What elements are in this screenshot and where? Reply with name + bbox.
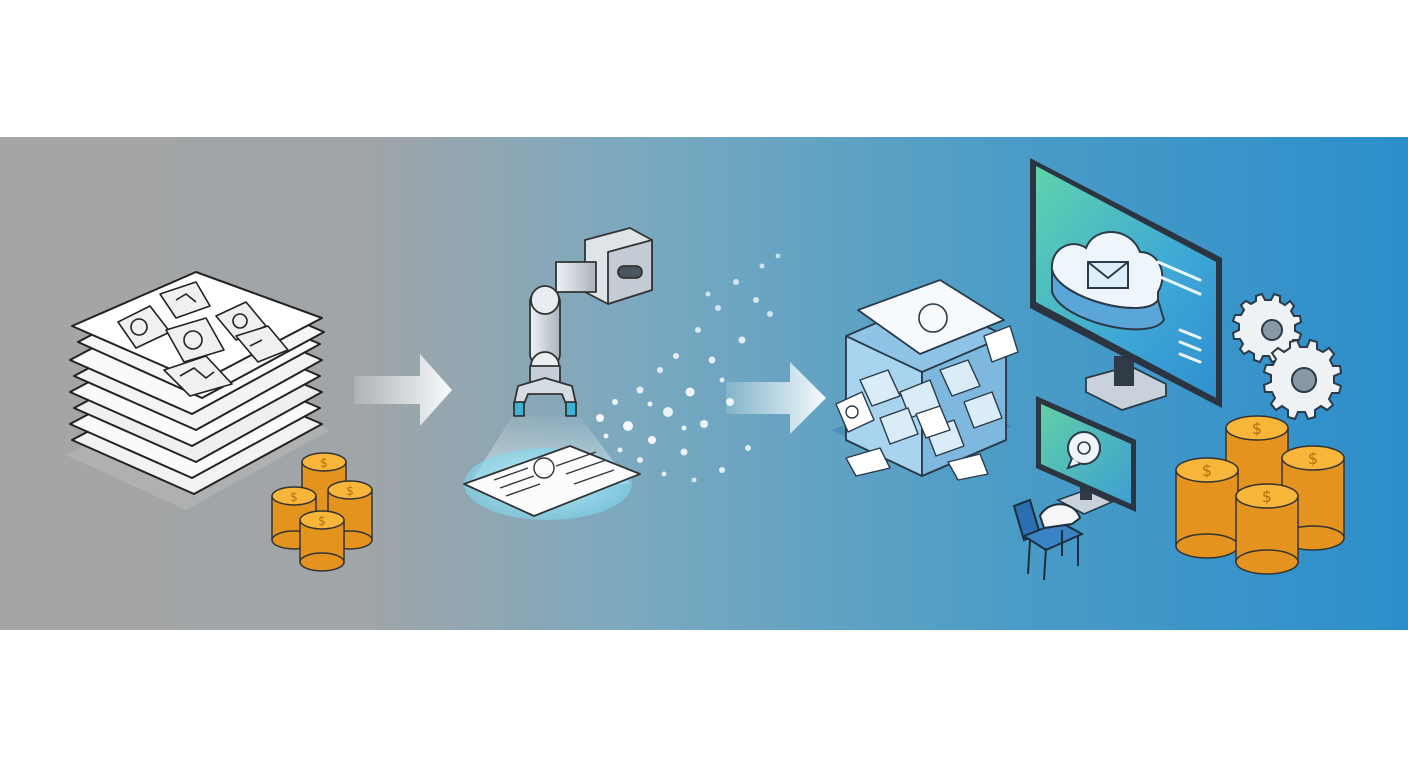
scanned-document-icon	[463, 445, 641, 517]
blue-document-pile-icon	[832, 279, 1019, 481]
svg-text:$: $	[346, 484, 354, 498]
coin-stack: $	[271, 486, 317, 550]
coin-stack-icon: $ $ $ $	[1175, 415, 1345, 575]
arrow-right-icon	[726, 362, 826, 434]
coin-stack: $	[1235, 483, 1299, 575]
chat-monitor-icon	[1036, 396, 1136, 515]
svg-text:$: $	[1308, 449, 1318, 468]
coin-stack: $	[1175, 457, 1239, 559]
svg-text:$: $	[1252, 419, 1262, 438]
data-particles-icon	[596, 253, 781, 483]
coin-stack: $	[299, 510, 345, 572]
svg-text:$: $	[1202, 461, 1212, 480]
monitor-icon	[1030, 158, 1222, 411]
arrow-right-icon	[354, 354, 452, 426]
svg-text:$: $	[318, 514, 326, 528]
robot-arm-icon	[513, 227, 653, 417]
svg-text:$: $	[290, 490, 298, 504]
svg-text:$: $	[1262, 487, 1272, 506]
chair-icon	[1012, 498, 1085, 581]
gear-icon	[1262, 338, 1343, 421]
paper-stack-icon	[66, 271, 330, 510]
coin-stack-icon: $ $ $ $	[271, 452, 373, 572]
svg-text:$: $	[320, 456, 328, 470]
cloud-mail-icon	[1050, 231, 1166, 331]
